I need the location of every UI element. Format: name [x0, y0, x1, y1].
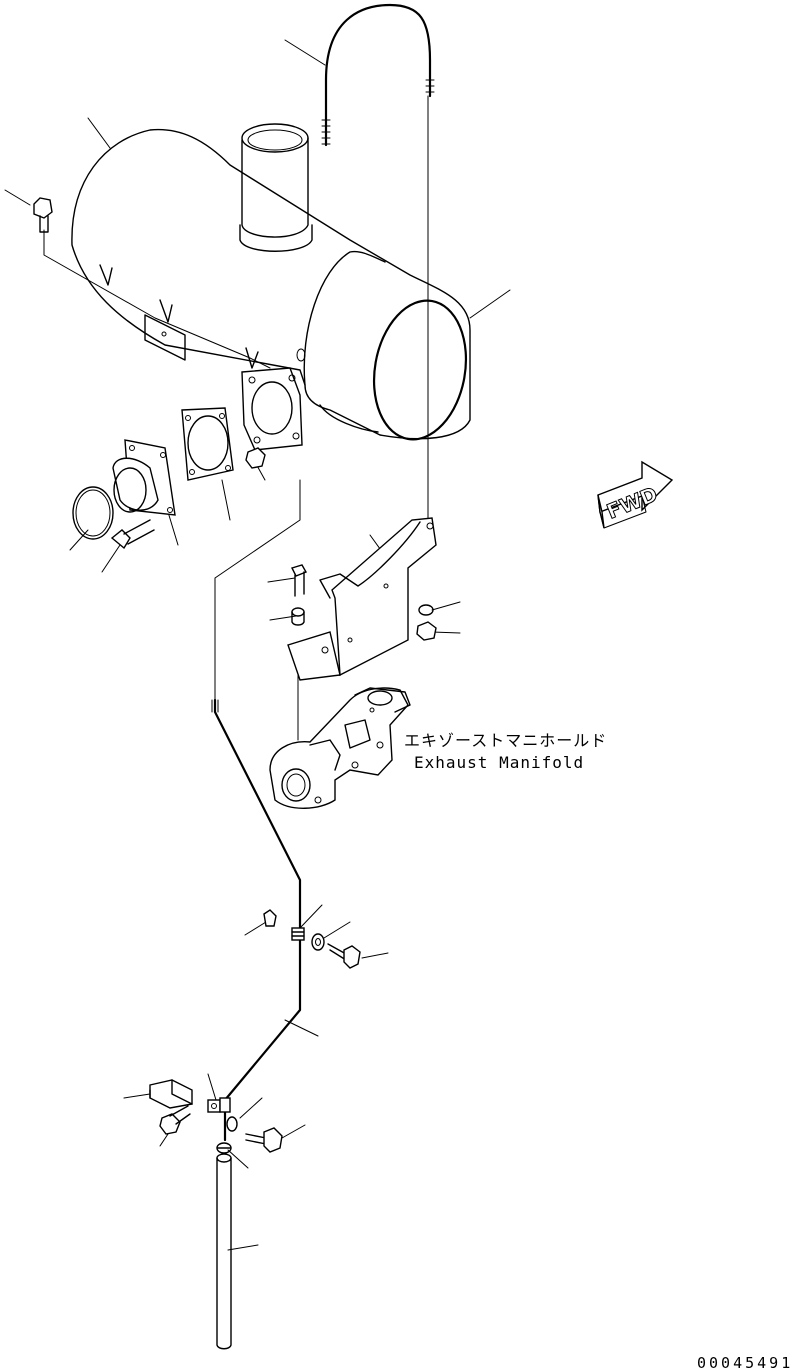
- bent-wire: [324, 3, 432, 147]
- drain-pipe: [216, 1153, 232, 1350]
- lower-bracket: [149, 1079, 193, 1109]
- manifold-label-jp: エキゾーストマニホールド: [404, 731, 607, 750]
- adapter-bolt: [110, 519, 155, 550]
- hose-clip: [216, 1142, 232, 1154]
- manifold-label-en: Exhaust Manifold: [414, 753, 584, 772]
- muffler-flange: [241, 348, 306, 451]
- lower-clamp-bolt: [159, 1105, 191, 1135]
- flange-nut: [245, 447, 266, 469]
- bracket-nut: [416, 621, 437, 641]
- lower-washer: [226, 1116, 238, 1132]
- clamp-spacer: [263, 909, 277, 927]
- muffler-bolt: [33, 197, 53, 233]
- tube-clamp: [291, 927, 305, 941]
- gasket: [181, 407, 234, 481]
- pipe-adapter: [112, 439, 176, 516]
- fwd-arrow-icon: [597, 460, 674, 529]
- exhaust-manifold: [269, 687, 411, 809]
- bracket-washer: [418, 604, 434, 616]
- o-ring: [72, 486, 114, 540]
- lower-bolt: [245, 1127, 283, 1153]
- document-number: 00045491: [697, 1354, 793, 1372]
- lower-clamp: [207, 1097, 231, 1113]
- wire-threads: [321, 79, 435, 145]
- muffler-bracket: [287, 517, 437, 681]
- muffler: [71, 123, 471, 441]
- clamp-washer: [311, 933, 325, 951]
- bracket-spacer: [291, 607, 305, 626]
- leader-lines: [4, 39, 511, 1251]
- clamp-bolt: [327, 943, 361, 969]
- bracket-bolt: [291, 564, 308, 597]
